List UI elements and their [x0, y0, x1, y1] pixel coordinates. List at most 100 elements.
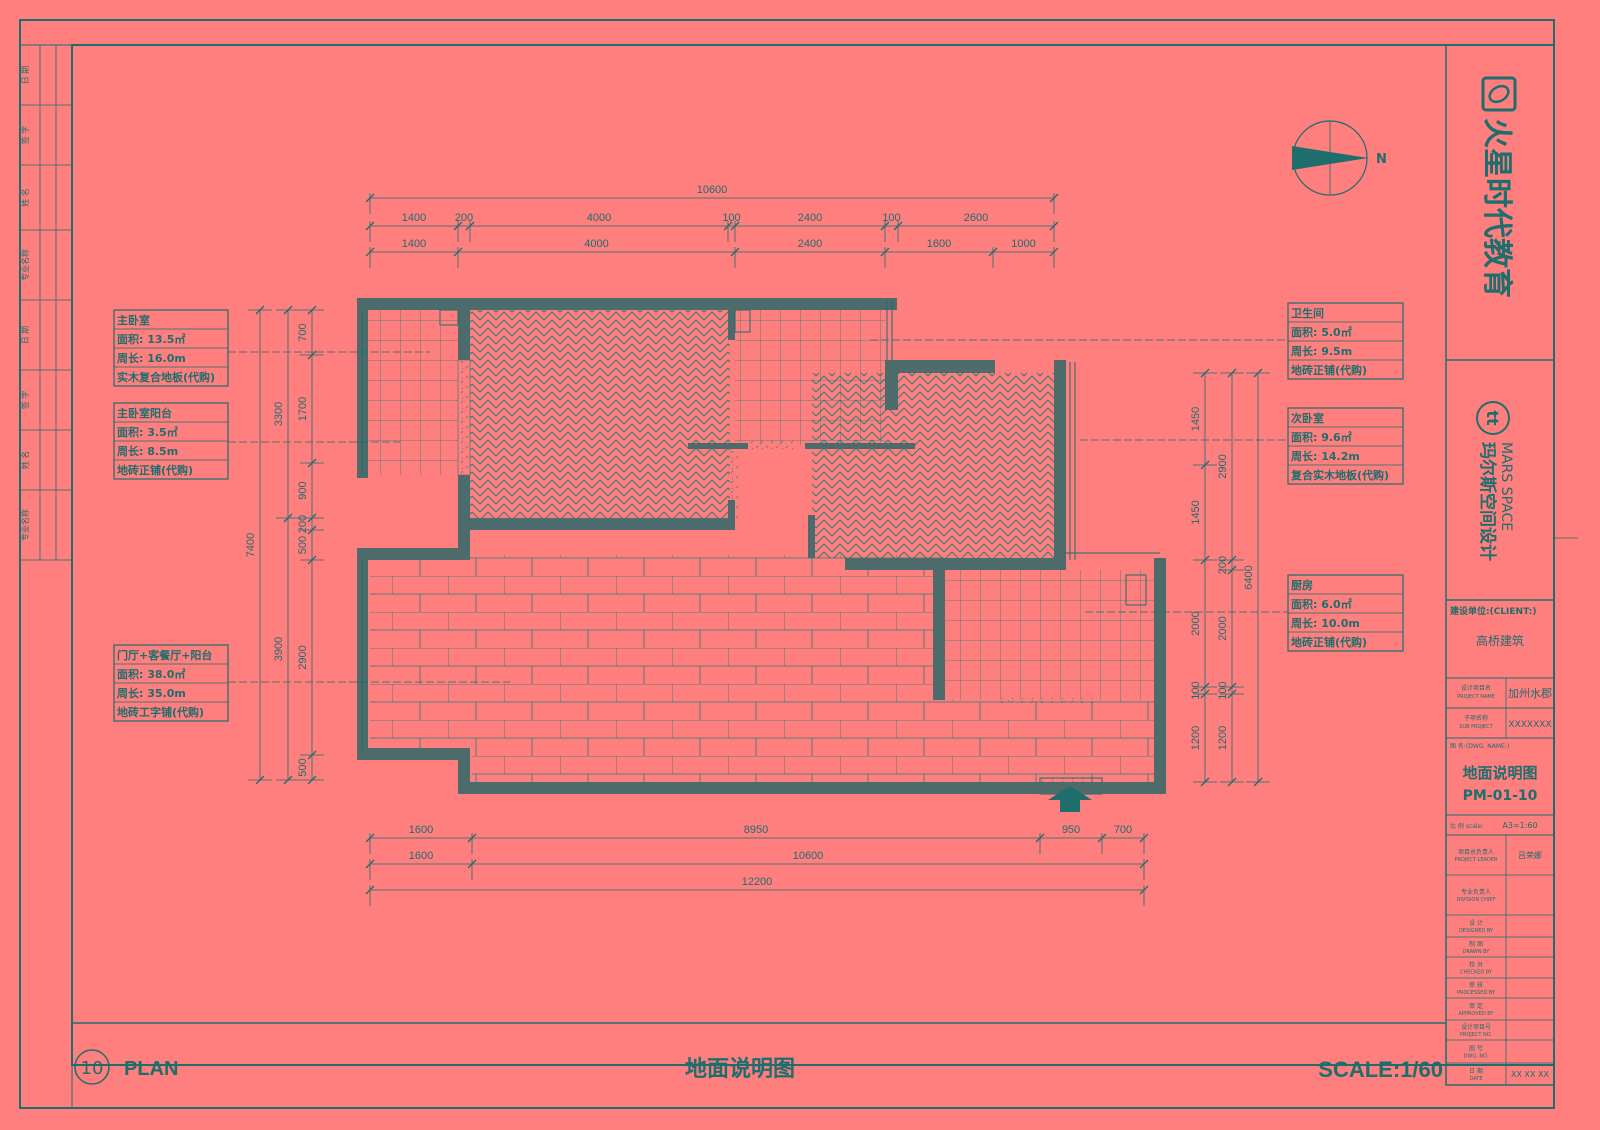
room-detail: 周长: 14.2m: [1291, 449, 1360, 463]
svg-text:设计项目名: 设计项目名: [1461, 684, 1491, 692]
row-label-cn: 专业负责人: [1461, 888, 1491, 896]
brand-en: MARS SPACE: [1498, 442, 1514, 531]
strip-label: 签 字: [20, 126, 30, 145]
strip-label: 日 期: [21, 326, 30, 345]
dimension-label: 2000: [1190, 611, 1202, 635]
strip-label: 专业名称: [20, 509, 30, 541]
row-label-en: CHECKED BY: [1460, 970, 1493, 976]
strip-label: 日 期: [21, 66, 30, 85]
dimension-label: 2400: [798, 212, 822, 224]
dimension-label: 1200: [1217, 726, 1229, 750]
room-detail: 面积: 13.5㎡: [117, 332, 185, 346]
client-label: 建设单位:(CLIENT:): [1450, 605, 1536, 617]
row-value: 吕荣娜: [1518, 850, 1542, 860]
scale-value: A3=1:60: [1502, 821, 1537, 830]
dimension-label: 7400: [245, 533, 257, 557]
room-detail: 周长: 8.5m: [117, 444, 178, 458]
dimension-label: 1450: [1190, 500, 1202, 524]
room-name: 厨房: [1291, 578, 1313, 592]
room-detail: 面积: 5.0㎡: [1291, 325, 1352, 339]
room-name: 主卧室: [117, 313, 150, 327]
row-label-en: DWG. NO.: [1464, 1054, 1489, 1060]
row-label-cn: 设计项目号: [1461, 1023, 1491, 1031]
room-detail: 地砖正铺(代购): [117, 463, 193, 477]
row-label-cn: 制 图: [1469, 940, 1483, 948]
svg-text:图 名:(DWG. NAME:): 图 名:(DWG. NAME:): [1450, 742, 1509, 750]
room-detail: 地砖正铺(代购): [1291, 635, 1367, 649]
row-label-en: DATE: [1469, 1076, 1482, 1082]
plan-number: 10: [81, 1058, 104, 1079]
project-value: 加州水郡: [1508, 687, 1552, 700]
dimension-label: 700: [297, 323, 309, 341]
row-label-cn: 日 期: [1469, 1067, 1483, 1075]
room-detail: 面积: 6.0㎡: [1291, 597, 1352, 611]
dimension-label: 2900: [297, 645, 309, 669]
row-label-cn: 项目总负责人: [1458, 848, 1494, 856]
svg-text:tt: tt: [1483, 410, 1502, 426]
drawing-title: 地面说明图: [1462, 764, 1537, 782]
room-name: 门厅+客餐厅+阳台: [117, 648, 212, 662]
row-label-en: DESIGNED BY: [1459, 928, 1494, 934]
leader-lines: [228, 339, 1288, 683]
dimension-label: 6400: [1243, 565, 1255, 589]
living-tiles-a: [370, 555, 944, 700]
brand-cn: 玛尔斯空间设计: [1477, 442, 1498, 561]
kitchen-tiles: [945, 570, 1155, 700]
row-value: XX XX XX: [1511, 1070, 1549, 1079]
dimension-label: 3300: [273, 402, 285, 426]
dimension-label: 2600: [964, 212, 988, 224]
dimension-label: 3900: [273, 637, 285, 661]
strip-label: 签 字: [20, 391, 30, 410]
dim-left-outer: 7400: [245, 305, 272, 785]
north-arrow: N: [1292, 120, 1387, 196]
dimension-label: 1400: [402, 212, 426, 224]
row-label-cn: 图 号: [1469, 1046, 1483, 1053]
dimension-label: 500: [297, 536, 309, 554]
room-name: 主卧室阳台: [117, 406, 172, 420]
dimension-label: 950: [1062, 824, 1080, 836]
row-label-en: PROCESSED BY: [1457, 990, 1496, 996]
brand-logo-icon: [1476, 401, 1510, 435]
dimension-label: 900: [297, 481, 309, 499]
strip-label: 专业名称: [20, 249, 30, 281]
room-detail: 周长: 9.5m: [1291, 344, 1352, 358]
room-detail: 面积: 38.0㎡: [117, 667, 185, 681]
dimension-label: 1400: [402, 238, 426, 250]
room-detail: 实木复合地板(代购): [117, 370, 215, 384]
room-detail: 地砖工字铺(代购): [117, 705, 204, 719]
master-balcony-tiles: [368, 310, 458, 475]
row-label-en: DRAWN BY: [1463, 949, 1491, 955]
second-bedroom-parquet: [812, 373, 1054, 558]
room-detail: 面积: 9.6㎡: [1291, 430, 1352, 444]
dimension-label: 200: [1217, 556, 1229, 574]
dimension-label: 500: [297, 758, 309, 776]
client-value: 高桥建筑: [1476, 633, 1524, 648]
dimension-label: 100: [722, 212, 740, 224]
dimension-label: 1450: [1190, 407, 1202, 431]
dimension-label: 4000: [584, 238, 608, 250]
living-tiles-b: [472, 700, 1154, 782]
dimension-label: 1600: [927, 238, 951, 250]
svg-text:子项名称: 子项名称: [1464, 714, 1488, 722]
company-name: 火星时代教育: [1479, 118, 1514, 298]
dimension-label: 8950: [744, 824, 768, 836]
dimension-label: 10600: [697, 184, 728, 196]
dim-left-mid: 3300 3900: [273, 305, 300, 785]
dimension-label: 2400: [798, 238, 822, 250]
row-label-en: PROJECT LEADER: [1454, 857, 1498, 863]
dimension-label: 2000: [1217, 616, 1229, 640]
row-label-cn: 审 核: [1469, 981, 1483, 989]
dim-right-outer: 6400: [1243, 368, 1270, 787]
room-detail: 周长: 10.0m: [1291, 616, 1360, 630]
north-label: N: [1376, 152, 1387, 167]
